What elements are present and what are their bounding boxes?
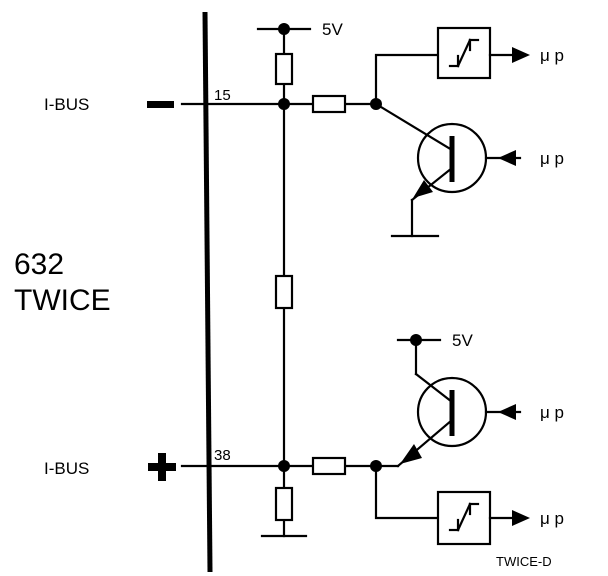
- top-transistor-emitter-arrow: [413, 180, 433, 198]
- bottom-transistor-emitter-arrow: [400, 444, 422, 464]
- pin-15-label: 15: [214, 87, 231, 104]
- bottom-pulldown-resistor: [274, 486, 294, 522]
- bottom-schmitt-wire: [374, 464, 440, 520]
- bottom-bus-node: [278, 460, 290, 472]
- top-schmitt-wire: [374, 53, 440, 106]
- bottom-transistor-input-arrow: [498, 404, 516, 420]
- bottom-transistor-input-label: μ p: [540, 403, 564, 422]
- i-bus-top-minus-sign: [147, 101, 174, 108]
- pin-38-label: 38: [214, 447, 231, 464]
- top-transistor-input-label: μ p: [540, 149, 564, 168]
- i-bus-bottom-label: I-BUS: [44, 459, 89, 478]
- top-schmitt-output-arrow: [512, 47, 530, 63]
- top-pullup-resistor: [274, 52, 294, 86]
- figure-id-label: TWICE-D: [496, 554, 552, 569]
- bottom-schmitt-symbol: [448, 502, 480, 532]
- bottom-5v-label: 5V: [452, 331, 473, 350]
- chip-label-name: TWICE: [14, 284, 111, 317]
- i-bus-top-label: I-BUS: [44, 95, 89, 114]
- top-bus-node: [278, 98, 290, 110]
- bottom-series-resistor: [311, 456, 347, 476]
- bottom-schmitt-output-arrow: [512, 510, 530, 526]
- top-series-resistor: [311, 94, 347, 114]
- i-bus-bottom-plus-sign: [148, 453, 176, 481]
- bottom-transistor-collector: [414, 372, 454, 404]
- top-schmitt-symbol: [448, 38, 480, 68]
- chip-boundary-line: [202, 11, 213, 573]
- top-transistor-input-arrow: [498, 150, 516, 166]
- chip-label-number: 632: [14, 248, 64, 281]
- bottom-schmitt-output-label: μ p: [540, 509, 564, 528]
- top-transistor-collector: [374, 102, 454, 152]
- center-resistor: [274, 274, 294, 310]
- top-schmitt-output-label: μ p: [540, 46, 564, 65]
- top-5v-label: 5V: [322, 20, 343, 39]
